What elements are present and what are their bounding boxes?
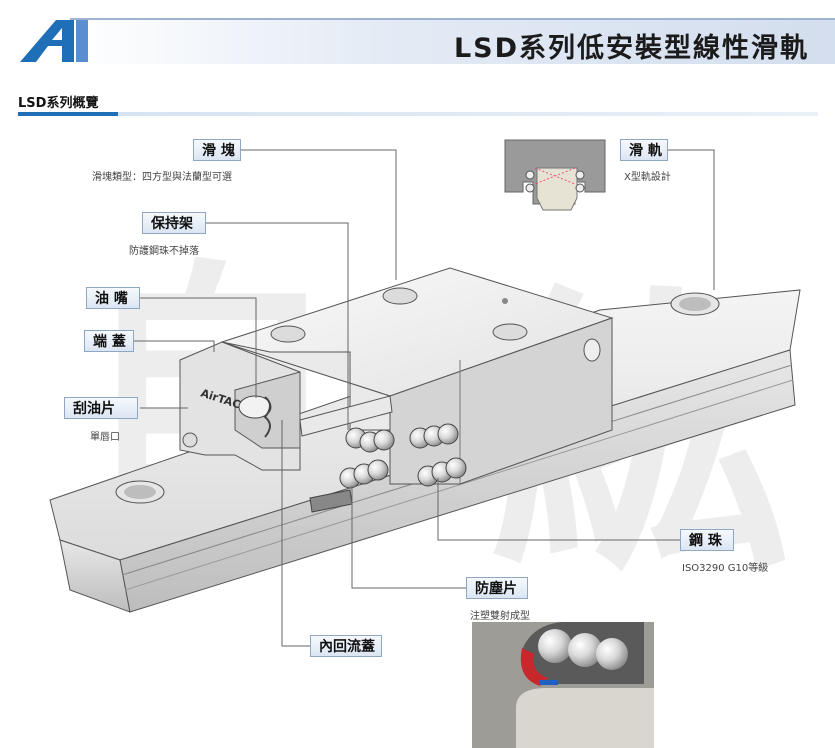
callout-block-desc: 滑塊類型：四方型與法蘭型可選 [92, 172, 232, 183]
callout-scraper: 刮油片 [64, 397, 138, 419]
callout-rail-desc: X型軌設計 [624, 172, 671, 183]
callout-dust-strip-desc: 注塑雙射成型 [470, 611, 530, 622]
callout-dust-strip: 防塵片 [466, 577, 528, 599]
section-title: LSD系列概覽 [18, 96, 99, 111]
callout-ball-desc: ISO3290 G10等級 [682, 563, 769, 574]
header-band [70, 18, 835, 64]
callout-inner-return: 內回流蓋 [310, 635, 382, 657]
ball-row-upper [345, 423, 459, 453]
leader-lines [132, 149, 715, 647]
callout-end-cap: 端 蓋 [84, 330, 134, 352]
brand-logo-icon [20, 20, 88, 62]
callout-retainer-desc: 防護鋼珠不掉落 [129, 246, 199, 257]
page-header: LSD系列低安裝型線性滑軌 [0, 0, 835, 64]
callout-scraper-desc: 單唇口 [90, 432, 120, 443]
callout-ball: 鋼 珠 [680, 529, 734, 551]
section-divider [18, 112, 818, 116]
callout-retainer: 保持架 [142, 212, 206, 234]
page-title: LSD系列低安裝型線性滑軌 [453, 33, 809, 64]
callout-block: 滑 塊 [193, 139, 241, 161]
callout-nozzle: 油 嘴 [86, 287, 140, 309]
callout-rail: 滑 軌 [620, 139, 668, 161]
rail-section-thumbnail [504, 139, 606, 211]
ball-row-lower [339, 457, 467, 489]
dust-strip-detail [472, 622, 654, 748]
